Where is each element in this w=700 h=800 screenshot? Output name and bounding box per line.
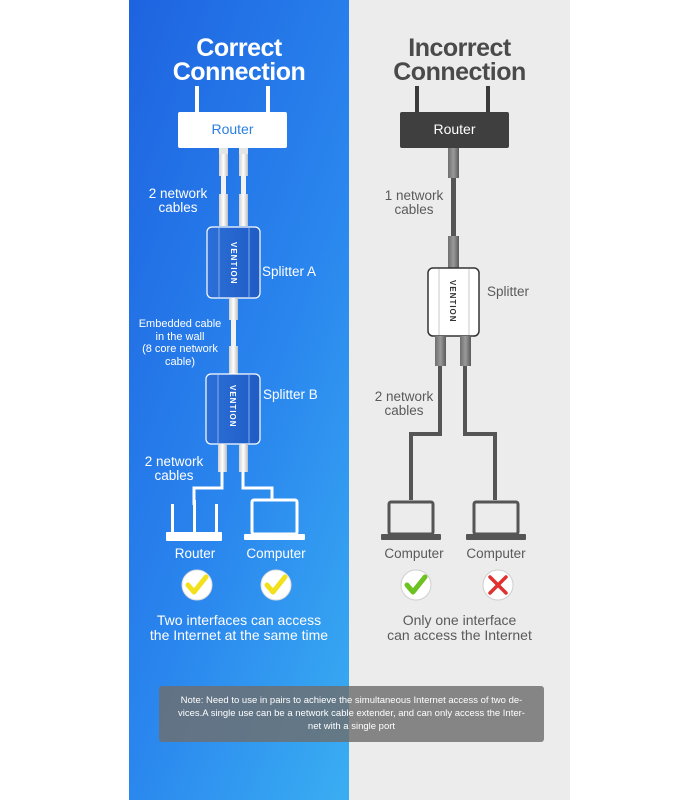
router-box (400, 112, 509, 148)
splitter-a-label: Splitter A (262, 264, 317, 279)
laptop-icon (244, 498, 305, 540)
router-label: Router (433, 121, 476, 137)
label-line: Embedded cable (138, 318, 222, 330)
label-line: 2 network (374, 389, 434, 404)
router-antenna-right (486, 86, 490, 114)
router-antenna-left (195, 86, 199, 114)
router-antenna-right (266, 86, 270, 114)
usage-note: Note: Need to use in pairs to achieve th… (159, 686, 544, 742)
label-line: cables (158, 200, 198, 215)
left-title: Correct Connection (129, 34, 349, 86)
router-port (239, 148, 248, 154)
label-line: (8 core network (142, 343, 218, 355)
right-caption: Only one interface can access the Intern… (349, 613, 570, 643)
splitter-label: Splitter (487, 284, 530, 299)
caption-line: can access the Internet (387, 627, 532, 643)
device-computer-label: Computer (466, 546, 526, 561)
device-router-label: Router (174, 546, 216, 561)
check-mark-icon (260, 569, 292, 601)
splitter-b: VENTION (205, 373, 261, 445)
embedded-cable (229, 298, 238, 374)
splitter-b-label: Splitter B (263, 387, 318, 402)
note-line: Note: Need to use in pairs to achieve th… (180, 695, 523, 706)
device-computer-label: Computer (246, 546, 306, 561)
caption-line: the Internet at the same time (149, 627, 329, 643)
svg-text:VENTION: VENTION (448, 280, 457, 323)
router-port (219, 148, 228, 154)
router-antenna-left (415, 86, 419, 114)
single-cable (448, 148, 459, 270)
wifi-router-icon (166, 500, 222, 541)
caption-line: Only one interface (402, 612, 517, 628)
check-mark-icon (400, 569, 432, 601)
label-line: 2 network (148, 186, 208, 201)
cable-pair-bottom (192, 444, 274, 505)
note-line: vices.A single use can be a network cabl… (178, 708, 525, 719)
note-line: net with a single port (307, 721, 396, 732)
label-line: in the wall (155, 330, 205, 343)
label-line: cables (394, 202, 434, 217)
embedded-cable-label: Embedded cable in the wall (8 core netwo… (133, 318, 227, 368)
cables-top-label: 1 network cables (376, 189, 452, 217)
label-line: cable) (165, 355, 195, 368)
caption-line: Two interfaces can access (156, 612, 322, 628)
splitter-a: VENTION (206, 226, 261, 299)
title-line: Correct (196, 34, 282, 62)
cable-pair-bottom (409, 336, 497, 500)
right-title: Incorrect Connection (349, 34, 570, 86)
label-line: 2 network (144, 454, 204, 469)
label-line: 1 network (384, 188, 444, 203)
title-line: Connection (172, 58, 306, 86)
svg-text:VENTION: VENTION (228, 385, 237, 428)
title-line: Connection (393, 58, 526, 86)
device-computer-label: Computer (384, 546, 444, 561)
router-box (178, 112, 287, 148)
check-mark-icon (181, 569, 213, 601)
title-line: Incorrect (408, 34, 511, 62)
cable-pair-top (219, 154, 248, 226)
splitter: VENTION (427, 267, 480, 337)
label-line: cables (154, 468, 194, 483)
label-line: cables (384, 403, 424, 418)
left-caption: Two interfaces can access the Internet a… (129, 613, 349, 643)
cables-bottom-label: 2 network cables (136, 455, 212, 483)
router-label: Router (211, 121, 254, 137)
brand-label: VENTION (229, 242, 238, 285)
laptop-icon (381, 500, 441, 540)
laptop-icon (466, 500, 526, 540)
cross-mark-icon (482, 569, 514, 601)
cables-top-label: 2 network cables (140, 187, 216, 215)
cables-bottom-label: 2 network cables (366, 390, 442, 418)
